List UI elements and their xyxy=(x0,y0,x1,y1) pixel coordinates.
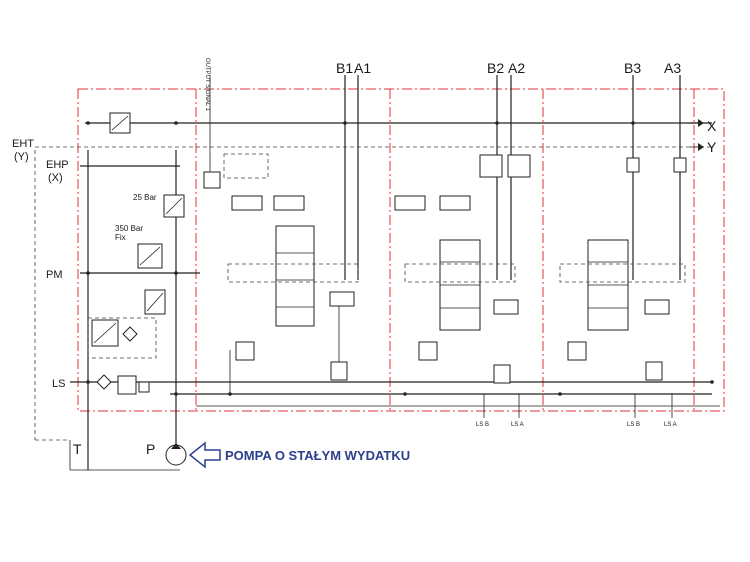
port-eht-sub-label: (Y) xyxy=(14,151,29,163)
pump xyxy=(165,443,187,466)
port-a1-label: A1 xyxy=(354,60,371,76)
s3-lsa-label: LS A xyxy=(664,422,677,428)
section-2: B2 A2 LS B LS A xyxy=(394,60,531,428)
shuttle-valve-3 xyxy=(644,299,670,315)
relief-25-label: 25 Bar xyxy=(133,193,157,202)
relief-350-sub-label: Fix xyxy=(115,233,126,242)
callout-arrow-icon xyxy=(188,441,221,469)
s2-lsb-label: LS B xyxy=(476,422,489,428)
section-3: B3 A3 LS B LS A xyxy=(559,60,687,428)
compensator-2 xyxy=(418,341,438,361)
junction-dots xyxy=(86,121,714,396)
compensator-1 xyxy=(235,341,255,361)
relief-350-label: 350 Bar xyxy=(115,224,143,233)
port-relief-b2 xyxy=(479,154,503,178)
port-eht-label: EHT xyxy=(12,138,34,150)
port-t-label: T xyxy=(73,441,82,457)
port-b1-label: B1 xyxy=(336,60,353,76)
port-ehp-label: EHP xyxy=(46,159,69,171)
check-valve-1 xyxy=(330,361,348,381)
output-signal-label: OUTPUT SIGNAL 1 xyxy=(204,58,210,112)
port-ls-label: LS xyxy=(52,378,65,390)
spool-valve-1 xyxy=(275,225,315,327)
port-b2-label: B2 xyxy=(487,60,504,76)
inlet-section: 25 Bar 350 Bar Fix xyxy=(87,112,185,395)
section-frames xyxy=(77,88,725,412)
pump-callout-text: POMPA O STAŁYM WYDATKU xyxy=(225,448,410,463)
check-valve-2 xyxy=(493,364,511,384)
port-y-label: Y xyxy=(707,139,717,155)
port-plug-a3 xyxy=(673,157,687,173)
shuttle-valve-1 xyxy=(329,291,355,307)
s2-lsa-label: LS A xyxy=(511,422,524,428)
left-ports: EHT (Y) EHP (X) PM LS T P xyxy=(12,138,155,457)
port-plug-b3 xyxy=(626,157,640,173)
port-a2-label: A2 xyxy=(508,60,525,76)
port-ehp-sub-label: (X) xyxy=(48,172,63,184)
compensator-3 xyxy=(567,341,587,361)
outer-frame xyxy=(77,88,725,412)
solenoid-valve-1b xyxy=(273,195,305,211)
s3-lsb-label: LS B xyxy=(627,422,640,428)
solenoid-valve-2b xyxy=(439,195,471,211)
ls-check-valve xyxy=(117,375,137,395)
pressure-switch-1 xyxy=(203,171,221,189)
check-valve-3 xyxy=(645,361,663,381)
filter-symbol xyxy=(122,326,138,342)
solenoid-valve-1a xyxy=(231,195,263,211)
port-x-label: X xyxy=(707,118,717,134)
solenoid-valve-2a xyxy=(394,195,426,211)
shuttle-valve-2 xyxy=(493,299,519,315)
port-p-label: P xyxy=(146,441,155,457)
port-a3-label: A3 xyxy=(664,60,681,76)
port-relief-a2 xyxy=(507,154,531,178)
pump-callout: POMPA O STAŁYM WYDATKU xyxy=(188,441,410,469)
port-pm-label: PM xyxy=(46,269,63,281)
right-ports: X Y xyxy=(690,118,717,155)
section-1: B1 A1 OUTPUT SIGNAL 1 xyxy=(203,58,371,394)
port-b3-label: B3 xyxy=(624,60,641,76)
